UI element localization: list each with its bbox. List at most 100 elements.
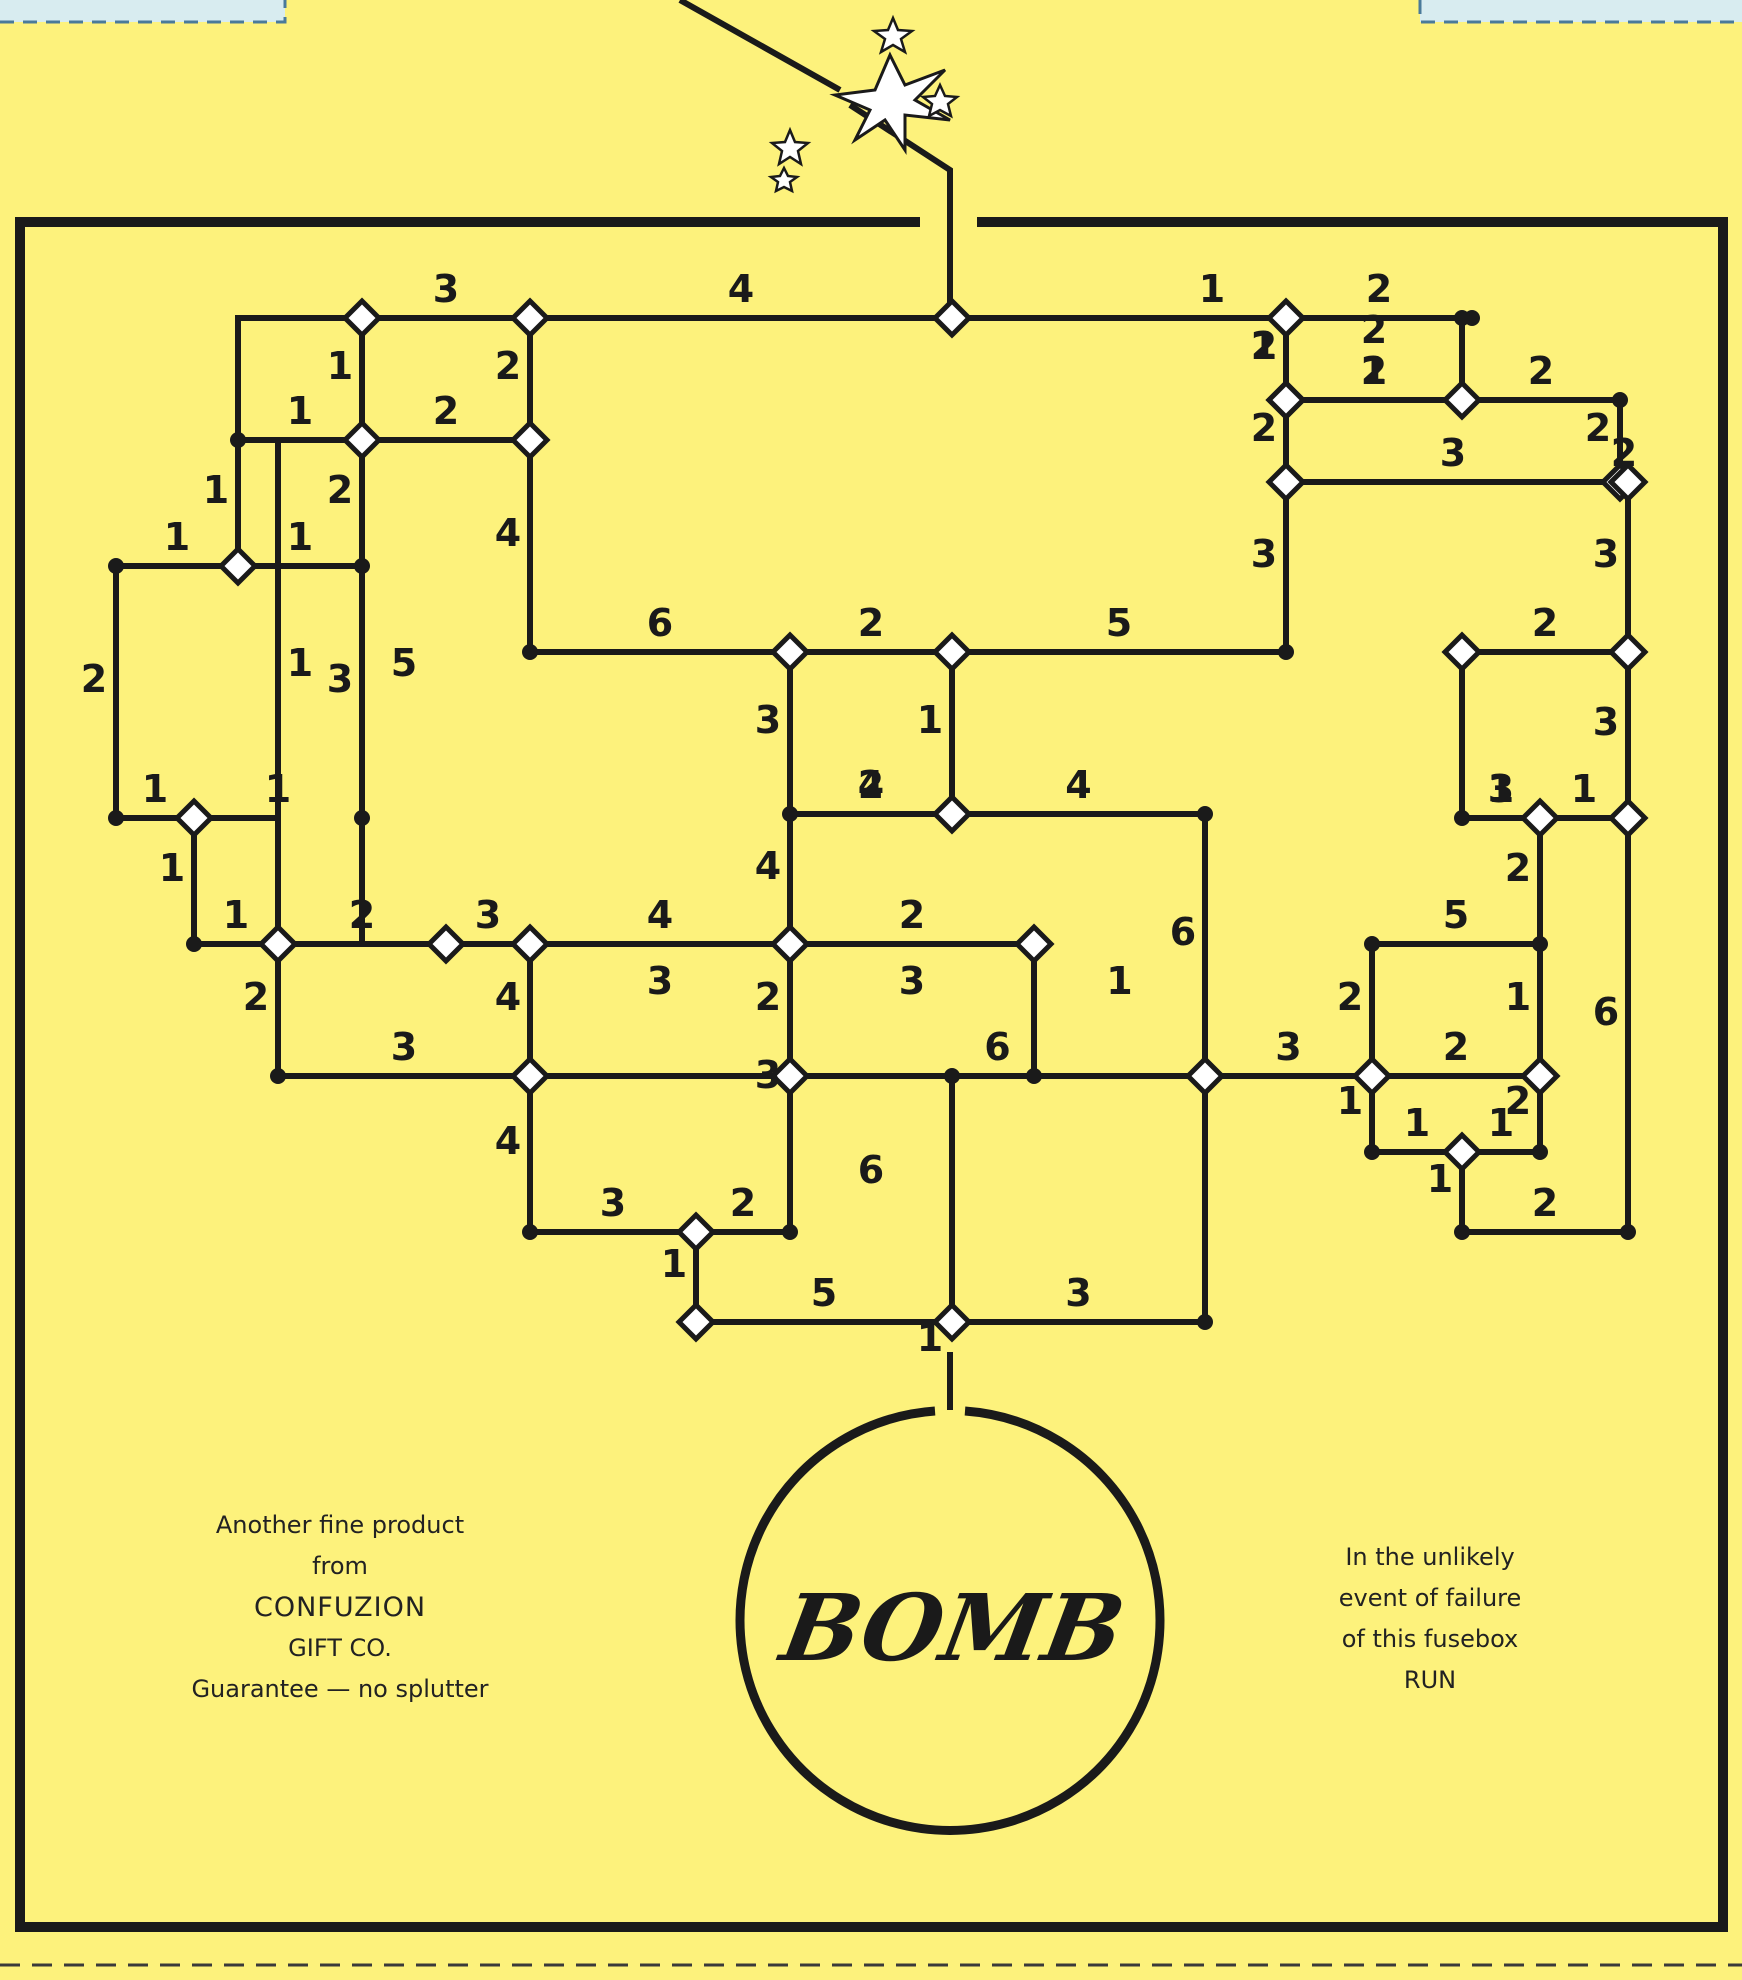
fuse-length-label: 4 — [495, 511, 521, 555]
fuse-length-label: 5 — [1443, 893, 1469, 937]
junction-diamond — [261, 927, 295, 961]
fuse-length-label: 2 — [433, 389, 459, 433]
blurb-line: Another fine product — [150, 1505, 530, 1546]
fuse-length-label: 4 — [755, 844, 781, 888]
junction-diamond — [935, 635, 969, 669]
fuse-length-label: 1 — [265, 767, 291, 811]
junction-diamond — [773, 635, 807, 669]
blurb-line: from — [150, 1546, 530, 1587]
fuse-length-label: 2 — [1528, 349, 1554, 393]
blurb-line: CONFUZION — [150, 1587, 530, 1628]
fuse-length-label: 1 — [223, 893, 249, 937]
fuse-length-label: 6 — [1593, 990, 1619, 1034]
blurb-line: Guarantee — no splutter — [150, 1669, 530, 1710]
fuse-length-label: 1 — [327, 344, 353, 388]
junction-diamond — [177, 801, 211, 835]
junction-dot — [782, 806, 798, 822]
junction-dot — [270, 1068, 286, 1084]
fuse-length-label: 1 — [661, 1242, 687, 1286]
fuse-length-label: 1 — [159, 846, 185, 890]
junction-dot — [1454, 1224, 1470, 1240]
star-icon — [771, 168, 797, 191]
junction-dot — [354, 810, 370, 826]
fuse-length-label: 2 — [1361, 308, 1387, 352]
junction-dot — [1454, 810, 1470, 826]
fuse-length-label: 3 — [755, 1053, 781, 1097]
fuse-length-label: 4 — [647, 893, 673, 937]
fuse-length-label: 1 — [287, 389, 313, 433]
fuse-length-label: 1 — [164, 515, 190, 559]
top-left-corner-box — [0, 0, 285, 22]
fuse-length-label: 3 — [433, 267, 459, 311]
fuse-length-label: 4 — [495, 975, 521, 1019]
fuse-length-label: 2 — [755, 975, 781, 1019]
fuse-length-label: 5 — [811, 1271, 837, 1315]
junction-diamond — [935, 301, 969, 335]
fuse-length-label: 4 — [858, 763, 884, 807]
junction-diamond — [1523, 801, 1557, 835]
lit-fuse — [680, 0, 957, 310]
junction-diamond — [513, 927, 547, 961]
fuse-length-label: 1 — [1404, 1101, 1430, 1145]
fuse-length-label: 1 — [1251, 324, 1277, 368]
fuse-length-label: 3 — [600, 1181, 626, 1225]
junction-dot — [1278, 644, 1294, 660]
fuse-length-label: 5 — [391, 641, 417, 685]
fuse-length-label: 3 — [755, 698, 781, 742]
junction-diamond — [513, 301, 547, 335]
fuse-length-label: 3 — [899, 959, 925, 1003]
fuse-length-label: 1 — [1427, 1157, 1453, 1201]
fuse-length-label: 1 — [1505, 975, 1531, 1019]
junction-diamond — [773, 927, 807, 961]
fuse-length-label: 2 — [81, 657, 107, 701]
fuse-length-label: 1 — [203, 468, 229, 512]
fuse-length-label: 2 — [1505, 846, 1531, 890]
blurb-line: RUN — [1290, 1660, 1570, 1701]
top-right-corner-box — [1420, 0, 1742, 22]
fuse-length-label: 1 — [1106, 959, 1132, 1003]
fuse-length-label: 1 — [287, 515, 313, 559]
fuse-length-label: 6 — [1170, 910, 1196, 954]
fuse-length-label: 1 — [142, 767, 168, 811]
blurb-line: of this fusebox — [1290, 1619, 1570, 1660]
junction-diamond — [345, 301, 379, 335]
fuse-length-label: 1 — [287, 641, 313, 685]
fuse-length-label: 6 — [858, 1148, 884, 1192]
fuse-length-label: 1 — [1361, 349, 1387, 393]
junction-dot — [1364, 936, 1380, 952]
fuse-length-label: 2 — [495, 344, 521, 388]
star-icon — [772, 130, 808, 164]
junction-dot — [1532, 936, 1548, 952]
fuse-length-label: 1 — [1488, 767, 1514, 811]
fuse-length-label: 2 — [327, 468, 353, 512]
fuse-length-label: 4 — [1065, 763, 1091, 807]
junction-diamond — [1445, 635, 1479, 669]
junction-dot — [1532, 1144, 1548, 1160]
fuse-length-label: 2 — [899, 893, 925, 937]
fuse-length-label: 3 — [1440, 431, 1466, 475]
fuse-length-label: 3 — [1065, 1271, 1091, 1315]
fuse-length-label: 3 — [1275, 1025, 1301, 1069]
junction-diamond — [935, 797, 969, 831]
fuse-length-label: 2 — [730, 1181, 756, 1225]
fuse-length-label: 2 — [1251, 406, 1277, 450]
blurb-line: event of failure — [1290, 1578, 1570, 1619]
fuse-length-label: 1 — [1571, 767, 1597, 811]
fuse-length-label: 2 — [349, 893, 375, 937]
star-icon — [874, 18, 912, 52]
fuse-length-label: 6 — [984, 1025, 1010, 1069]
fuse-length-label: 2 — [1366, 267, 1392, 311]
fuse-length-label: 4 — [495, 1119, 521, 1163]
junction-dot — [522, 1224, 538, 1240]
fuse-length-label: 3 — [1251, 532, 1277, 576]
fuse-length-label: 3 — [1593, 532, 1619, 576]
junction-diamond — [429, 927, 463, 961]
junction-dot — [108, 558, 124, 574]
junction-diamond — [1611, 635, 1645, 669]
fuse-length-label: 2 — [1505, 1079, 1531, 1123]
junction-dot — [1197, 806, 1213, 822]
maker-blurb: Another fine product from CONFUZION GIFT… — [150, 1505, 530, 1710]
warning-blurb: In the unlikely event of failure of this… — [1290, 1537, 1570, 1701]
fuse-length-label: 2 — [243, 975, 269, 1019]
